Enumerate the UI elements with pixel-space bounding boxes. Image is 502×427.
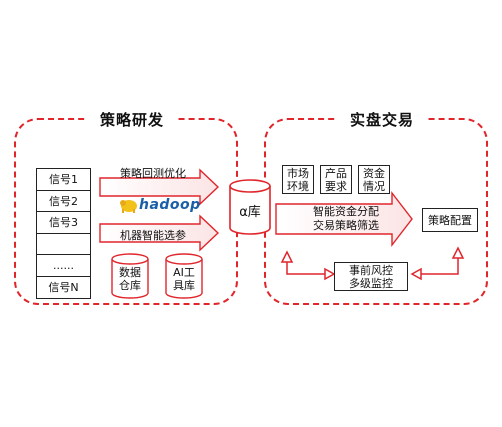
signal-ellipsis: ...... bbox=[37, 255, 90, 277]
allocation-label: 智能资金分配 交易策略筛选 bbox=[313, 205, 379, 232]
allocation-arrow bbox=[275, 190, 413, 248]
signal-item: 信号N bbox=[48, 281, 79, 295]
hadoop-logo-text: hadoop bbox=[139, 197, 201, 213]
left-feedback-arrow bbox=[280, 250, 336, 281]
signal-item: 信号1 bbox=[37, 169, 90, 191]
alpha-db-cylinder bbox=[229, 179, 271, 235]
right-feedback-arrow bbox=[410, 246, 465, 281]
alpha-db-label: α库 bbox=[239, 205, 261, 220]
signal-item: 信号3 bbox=[37, 212, 90, 234]
market-env-box: 市场 环境 bbox=[282, 165, 314, 194]
product-req-box: 产品 要求 bbox=[320, 165, 352, 194]
param-selection-label: 机器智能选参 bbox=[120, 229, 186, 242]
risk-control-box: 事前风控 多级监控 bbox=[334, 262, 408, 291]
backtest-label: 策略回测优化 bbox=[120, 167, 186, 180]
strategy-config-box: 策略配置 bbox=[422, 208, 478, 232]
ai-tools-label: AI工 具库 bbox=[173, 266, 195, 292]
ai-tools-cylinder bbox=[165, 253, 203, 299]
funding-box: 资金 情况 bbox=[358, 165, 390, 194]
hadoop-elephant-icon bbox=[120, 200, 137, 213]
backtest-arrow bbox=[99, 168, 220, 206]
param-selection-arrow bbox=[99, 214, 220, 252]
live-trading-title: 实盘交易 bbox=[336, 109, 428, 130]
signal-item bbox=[37, 234, 90, 255]
signal-item: 信号2 bbox=[37, 191, 90, 212]
strategy-research-title: 策略研发 bbox=[86, 109, 178, 130]
signal-list: 信号1 信号2 信号3 ...... 信号N bbox=[36, 168, 91, 299]
data-warehouse-cylinder bbox=[111, 253, 149, 299]
data-warehouse-label: 数据 仓库 bbox=[119, 266, 141, 292]
